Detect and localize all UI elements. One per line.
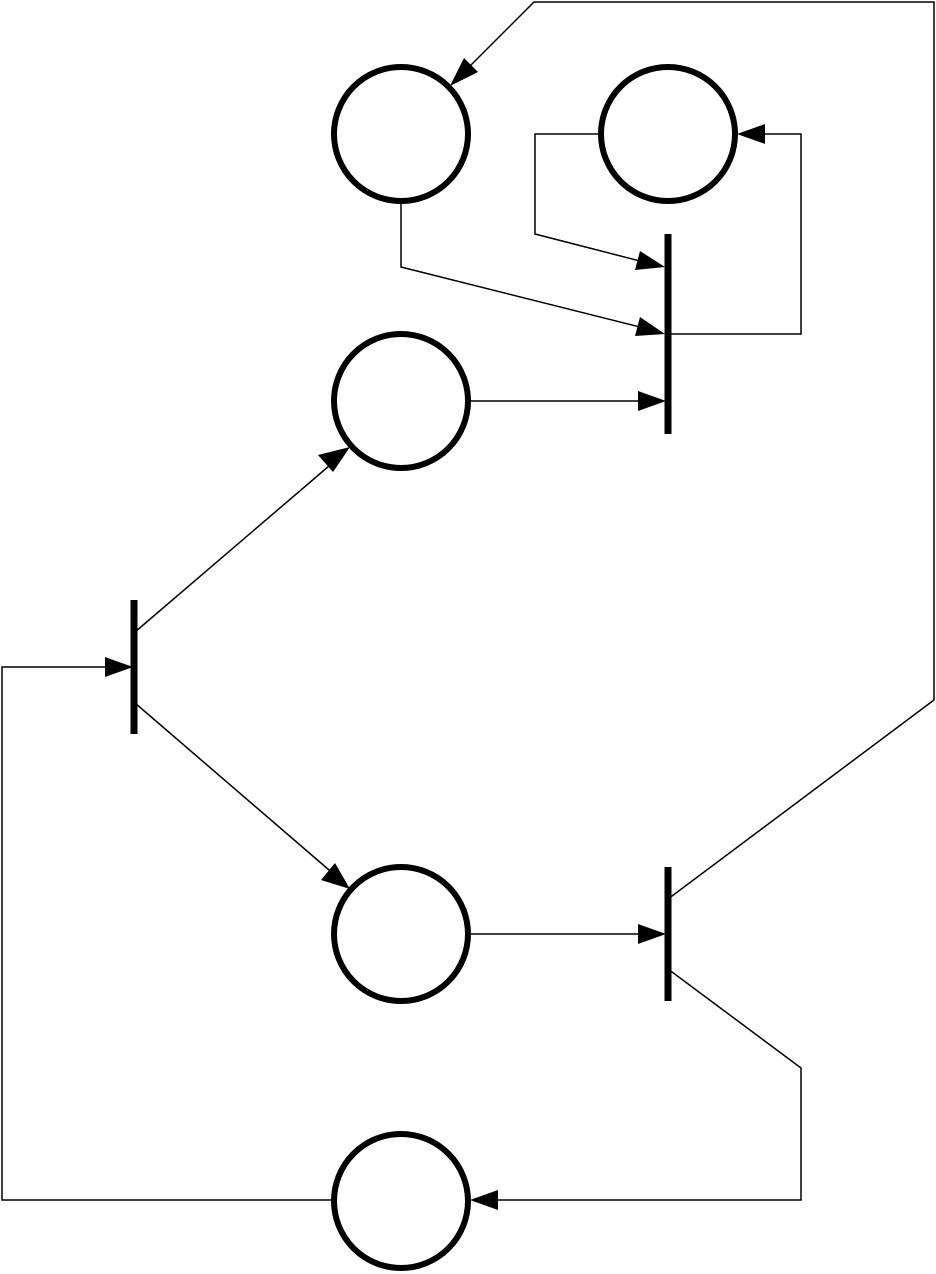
arc-t2-p1 [450, 1, 935, 900]
arc-p4-t2 [468, 924, 666, 944]
places [331, 64, 738, 1271]
arc-p1-t3 [400, 202, 665, 336]
arc-p2-t3 [534, 133, 665, 270]
arc-t1-p4 [134, 702, 350, 889]
arc-p3-t3 [468, 391, 666, 411]
place-p4 [331, 864, 471, 1004]
arrowhead [638, 391, 666, 411]
arrowhead [450, 58, 478, 86]
place-p3 [331, 331, 471, 471]
arrowhead [470, 1190, 498, 1210]
arrowhead [318, 447, 350, 472]
arrowhead [321, 863, 350, 889]
place-p1 [331, 64, 471, 204]
arrowhead [635, 251, 665, 270]
place-p2 [598, 64, 738, 204]
arrowhead [737, 124, 765, 144]
transitions [130, 234, 672, 1001]
arrowhead [635, 317, 665, 336]
arc-t3-p2 [668, 124, 802, 335]
arrowhead [105, 657, 133, 677]
arc-p5-t1 [1, 657, 333, 1201]
arc-t2-p5 [470, 968, 802, 1210]
arcs [1, 1, 935, 1210]
place-p5 [331, 1131, 471, 1271]
arc-t1-p3 [134, 447, 350, 633]
arrowhead [638, 924, 666, 944]
